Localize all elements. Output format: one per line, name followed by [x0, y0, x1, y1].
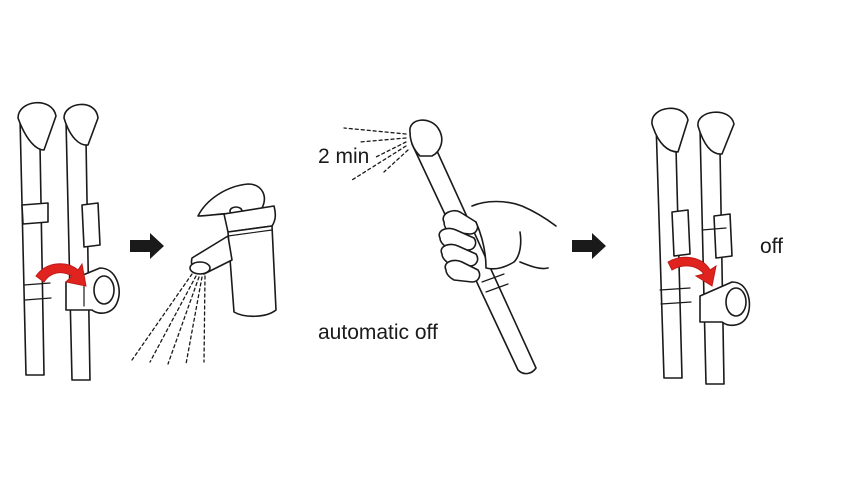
step3-hand-held-shower	[343, 119, 557, 375]
time-label: 2 min	[318, 145, 370, 168]
automatic-off-label: automatic off	[318, 321, 438, 344]
right-arrow-icon	[130, 233, 164, 259]
right-arrow-icon	[572, 233, 606, 259]
step1-handshower-holder	[17, 101, 120, 381]
curved-arrow-icon	[35, 262, 87, 287]
curved-arrow-icon	[667, 256, 717, 287]
step2-basin-tap	[131, 183, 277, 365]
step4-handshower-holder	[651, 107, 751, 385]
off-label: off	[760, 235, 783, 258]
